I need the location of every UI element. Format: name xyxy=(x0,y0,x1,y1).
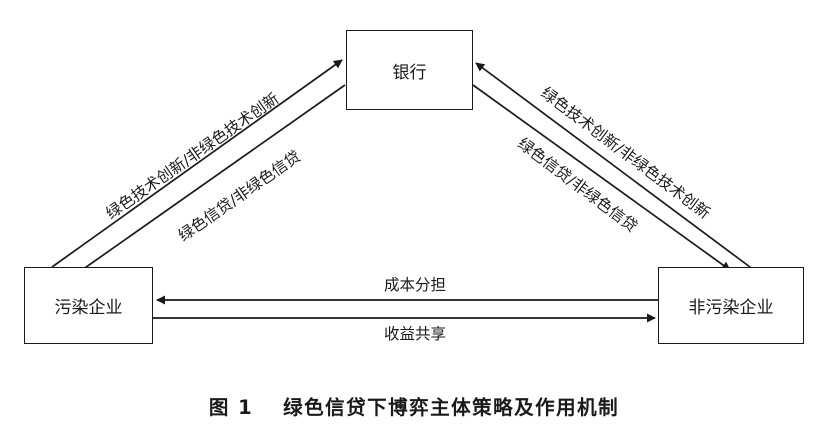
nonpolluting-enterprise-node: 非污染企业 xyxy=(658,267,804,344)
arrow-bank-to-polluting xyxy=(71,84,346,278)
arrow-polluting-to-bank xyxy=(51,59,343,268)
bank-node: 银行 xyxy=(346,30,473,110)
arrow-nonpolluting-to-bank xyxy=(475,62,751,268)
edge-label-benefit-sharing: 收益共享 xyxy=(383,325,446,343)
bank-label: 银行 xyxy=(392,62,427,83)
figure-caption: 图 1 绿色信贷下博弈主体策略及作用机制 xyxy=(0,391,828,420)
polluting-enterprise-node: 污染企业 xyxy=(24,267,153,344)
figure-number: 图 1 xyxy=(208,396,254,419)
nonpolluting-enterprise-label: 非污染企业 xyxy=(688,298,774,318)
polluting-enterprise-label: 污染企业 xyxy=(54,298,123,318)
arrow-bank-to-nonpolluting xyxy=(472,84,731,271)
figure-title: 绿色信贷下博弈主体策略及作用机制 xyxy=(283,396,620,419)
edge-label-cost-sharing: 成本分担 xyxy=(383,276,446,294)
